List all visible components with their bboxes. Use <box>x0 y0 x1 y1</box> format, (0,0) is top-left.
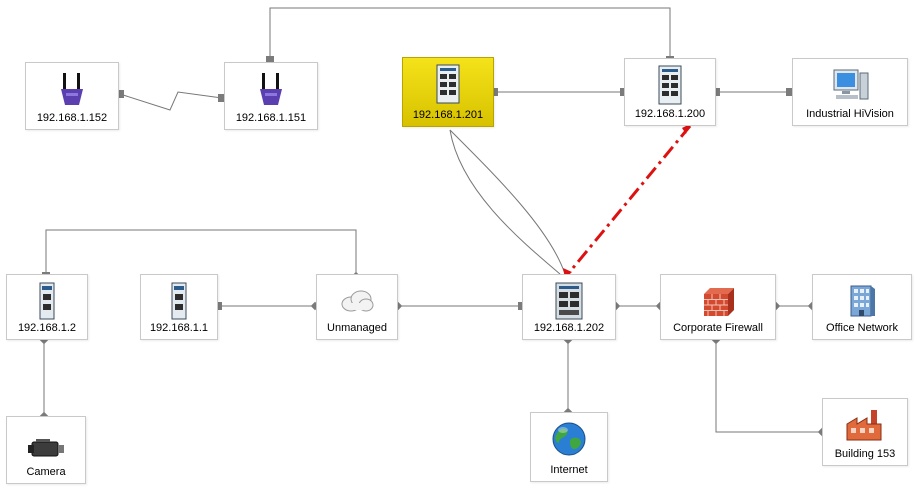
link-201-202-a[interactable] <box>449 129 561 275</box>
node-192-168-1-201[interactable]: 192.168.1.201 <box>402 57 494 127</box>
port-icon <box>266 56 274 64</box>
node-label: 192.168.1.151 <box>235 112 307 124</box>
link-2-unmanaged[interactable] <box>45 229 357 276</box>
node-192-168-1-152[interactable]: 192.168.1.152 <box>25 62 119 130</box>
rack-switch-icon <box>625 65 715 105</box>
firewall-icon <box>661 283 775 319</box>
port-icon <box>786 88 794 96</box>
node-label: 192.168.1.2 <box>17 322 77 334</box>
node-label: 192.168.1.202 <box>533 322 605 334</box>
din-rail-switch-icon <box>141 282 217 320</box>
port-icon <box>116 90 124 98</box>
link-152-151-wireless[interactable] <box>119 91 223 111</box>
rack-switch-icon <box>403 64 493 104</box>
node-label: 192.168.1.152 <box>36 112 108 124</box>
port-icon <box>490 88 498 96</box>
node-label: 192.168.1.201 <box>412 109 484 121</box>
camera-icon <box>7 431 85 467</box>
factory-icon <box>823 407 907 443</box>
node-camera[interactable]: Camera <box>6 416 86 484</box>
din-rail-switch-icon <box>7 282 87 320</box>
node-label: Office Network <box>826 322 898 334</box>
port-icon <box>214 302 222 310</box>
node-internet[interactable]: Internet <box>530 412 608 482</box>
node-unmanaged[interactable]: Unmanaged <box>316 274 398 340</box>
node-corporate-firewall[interactable]: Corporate Firewall <box>660 274 776 340</box>
node-label: 192.168.1.200 <box>634 108 706 120</box>
redundant-arrowhead-top <box>682 124 690 134</box>
globe-icon <box>531 421 607 457</box>
node-label: 192.168.1.1 <box>149 322 209 334</box>
node-building-153[interactable]: Building 153 <box>822 398 908 466</box>
port-icon <box>712 88 720 96</box>
node-label: Camera <box>26 466 66 478</box>
wireless-router-icon <box>225 71 317 107</box>
link-firewall-building[interactable] <box>715 340 822 433</box>
node-192-168-1-1[interactable]: 192.168.1.1 <box>140 274 218 340</box>
node-label: Unmanaged <box>327 322 387 334</box>
link-201-202-b[interactable] <box>449 129 566 275</box>
office-building-icon <box>813 283 911 319</box>
node-office-network[interactable]: Office Network <box>812 274 912 340</box>
rack-switch-icon <box>523 282 615 320</box>
cloud-icon <box>317 283 397 319</box>
link-200-202-redundant[interactable] <box>566 125 692 275</box>
node-label: Industrial HiVision <box>806 108 894 120</box>
link-151-200[interactable] <box>269 7 671 60</box>
node-192-168-1-2[interactable]: 192.168.1.2 <box>6 274 88 340</box>
node-label: Internet <box>550 464 588 476</box>
node-192-168-1-151[interactable]: 192.168.1.151 <box>224 62 318 130</box>
node-192-168-1-202[interactable]: 192.168.1.202 <box>522 274 616 340</box>
node-industrial-hivision[interactable]: Industrial HiVision <box>792 58 908 126</box>
wireless-router-icon <box>26 71 118 107</box>
node-label: Corporate Firewall <box>673 322 763 334</box>
node-192-168-1-200[interactable]: 192.168.1.200 <box>624 58 716 126</box>
node-label: Building 153 <box>834 448 896 460</box>
workstation-icon <box>793 67 907 103</box>
port-icon <box>218 94 226 102</box>
